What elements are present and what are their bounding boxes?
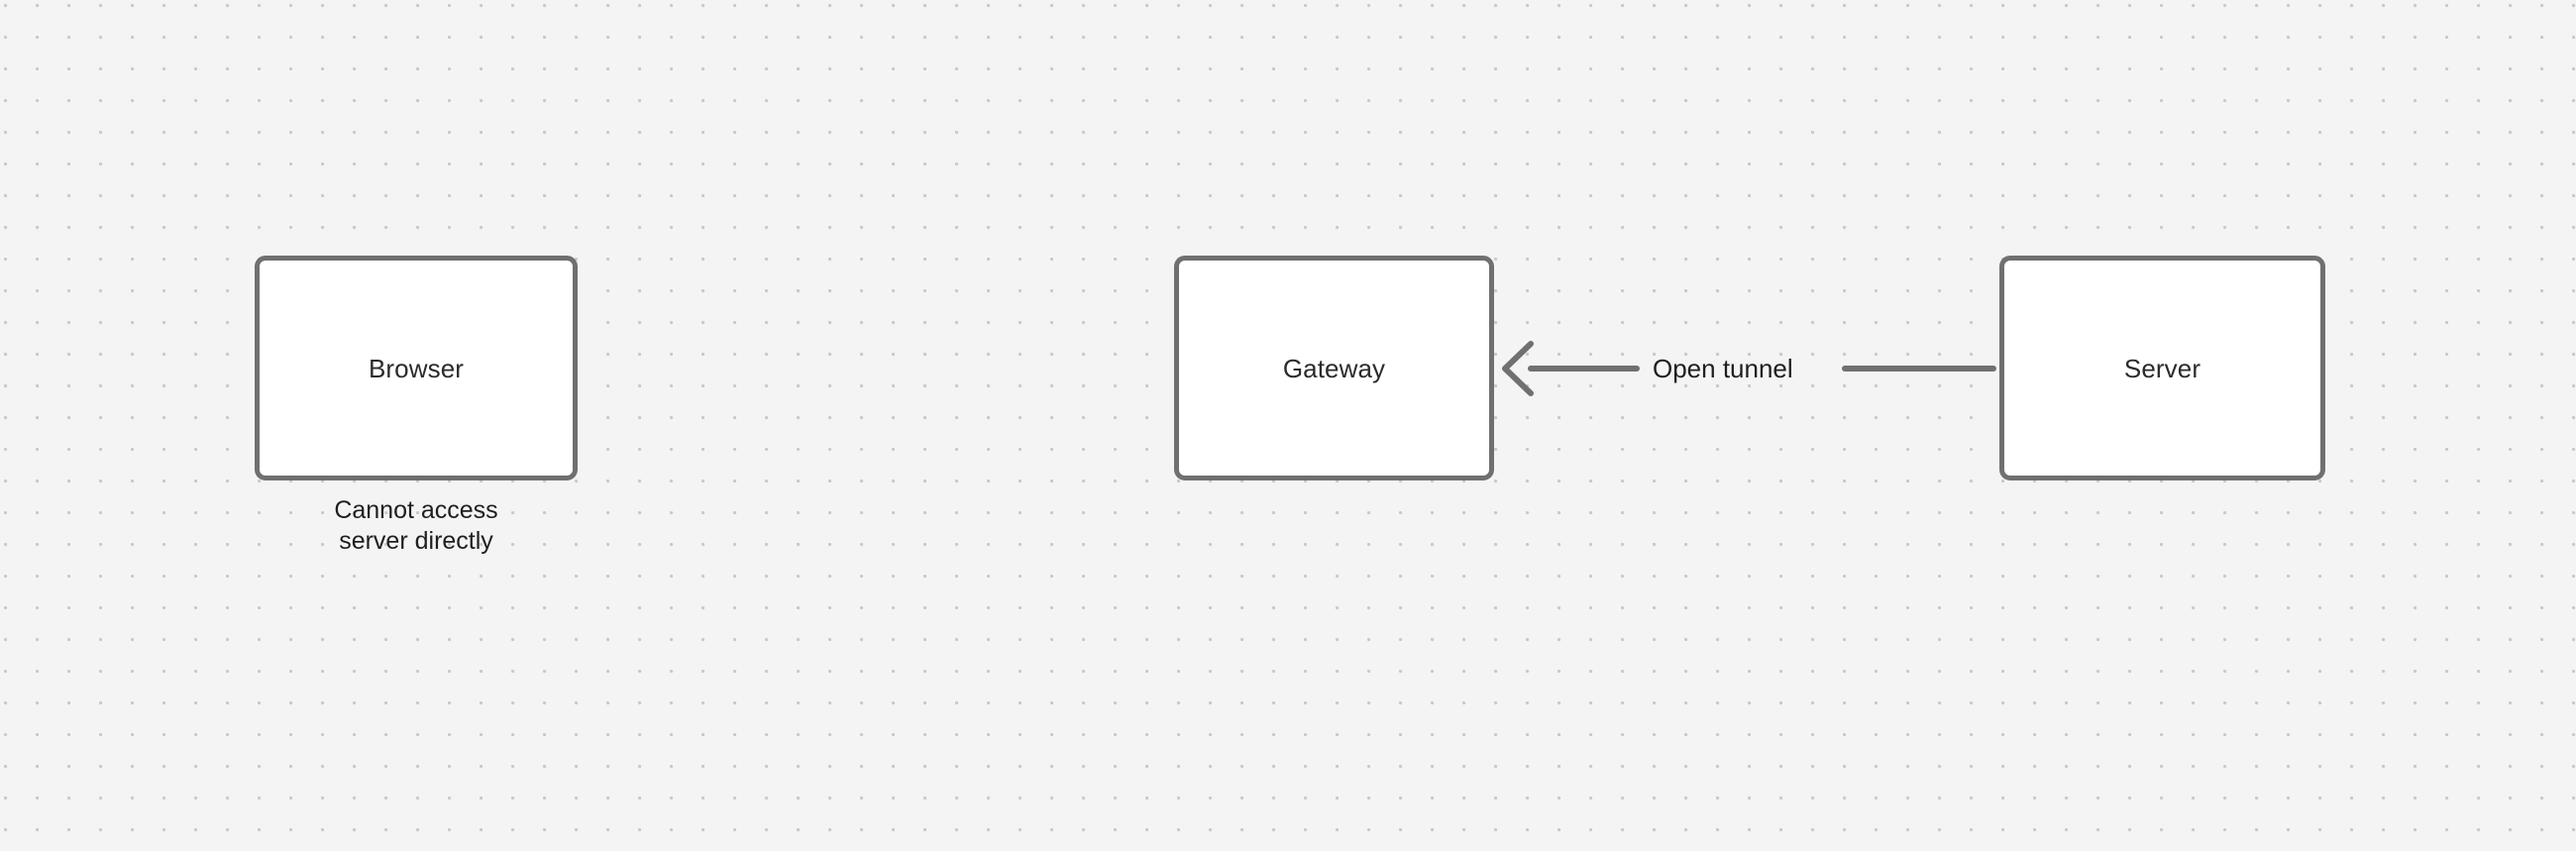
node-gateway-label: Gateway [1282,353,1386,383]
node-browser-caption: Cannot access server directly [334,496,498,555]
arrow-left-icon [1502,341,1534,396]
node-browser-label: Browser [368,353,465,383]
node-browser[interactable]: Browser [255,256,578,480]
node-server-label: Server [2123,353,2201,383]
edge-label-open-tunnel: Open tunnel [1653,354,1793,383]
node-server[interactable]: Server [1999,256,2325,480]
node-gateway[interactable]: Gateway [1174,256,1494,480]
edge-server-to-gateway[interactable] [1502,341,1996,396]
